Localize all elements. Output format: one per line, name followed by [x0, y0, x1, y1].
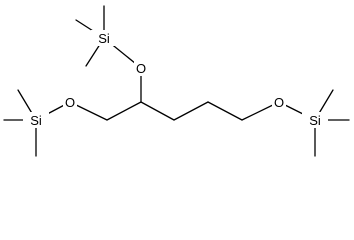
o-left-label: O	[65, 95, 75, 110]
chemical-structure-diagram: Si O O Si O Si	[3, 5, 350, 157]
si-left-label-bg	[23, 112, 49, 128]
bond-c3-c4	[173, 101, 209, 121]
o-top-label: O	[136, 61, 146, 76]
o-right-label-bg	[272, 94, 286, 110]
bond-c2-c3	[140, 101, 175, 121]
o-right-label: O	[274, 95, 284, 110]
o-top-label-bg	[134, 60, 148, 76]
si-top-label: Si	[98, 31, 110, 46]
si-right-label: Si	[309, 113, 321, 128]
o-left-label-bg	[63, 94, 77, 110]
bond-c1-c2	[106, 101, 142, 121]
si-right-label-bg	[302, 112, 328, 128]
si-top-label-bg	[91, 30, 117, 46]
si-left-label: Si	[30, 113, 42, 128]
bond-c4-c5	[207, 101, 243, 121]
